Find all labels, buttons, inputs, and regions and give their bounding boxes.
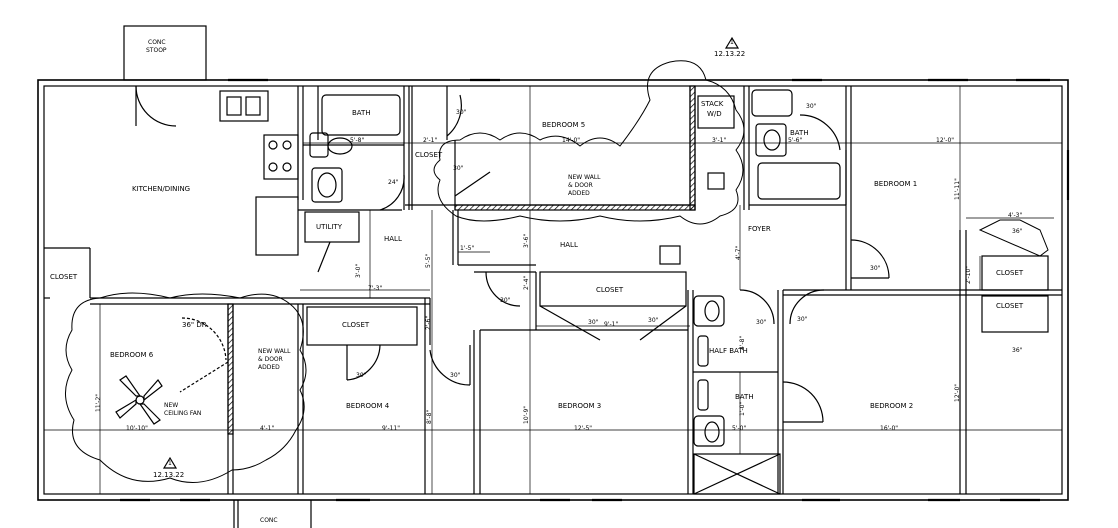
dim-12-0-right: 12'-0" bbox=[954, 383, 961, 402]
room-stack-2: W/D bbox=[707, 110, 722, 118]
new-wall-note-left-3: ADDED bbox=[258, 364, 280, 371]
door-36-dr-label: 36" DR bbox=[182, 321, 207, 329]
door-label-b5: 30" bbox=[456, 109, 467, 116]
room-closet-left: CLOSET bbox=[50, 273, 78, 281]
room-stack-1: STACK bbox=[701, 100, 724, 108]
room-half-bath: HALF BATH bbox=[709, 347, 748, 355]
dim-4-7: 4'-7" bbox=[735, 245, 742, 260]
room-bedroom-4: BEDROOM 4 bbox=[346, 402, 390, 410]
room-bath-top: BATH bbox=[352, 109, 371, 117]
ceiling-fan-icon bbox=[115, 375, 163, 425]
room-closet-b5: CLOSET bbox=[415, 151, 443, 159]
door-label-closet: 30" bbox=[453, 165, 464, 172]
room-closet-b4: CLOSET bbox=[342, 321, 370, 329]
ceiling-fan-note-1: NEW bbox=[164, 402, 179, 409]
new-wall-note-mid-1: NEW WALL bbox=[568, 174, 601, 181]
dim-3-0-a: 3'-0" bbox=[355, 263, 362, 278]
dim-5-8: 5'-8" bbox=[350, 137, 365, 144]
dim-4-1: 4'-1" bbox=[260, 425, 275, 432]
room-bedroom-5: BEDROOM 5 bbox=[542, 121, 586, 129]
rev-number-bottom: 1 bbox=[168, 460, 172, 467]
new-wall-note-mid-3: ADDED bbox=[568, 190, 590, 197]
conc-bottom-label: CONC bbox=[260, 517, 278, 524]
bath-top-tub bbox=[321, 94, 401, 136]
room-bedroom-1: BEDROOM 1 bbox=[874, 180, 918, 188]
door-label-b4: 30" bbox=[450, 372, 461, 379]
room-bath-lower: BATH bbox=[735, 393, 754, 401]
new-wall-note-mid-2: & DOOR bbox=[568, 182, 593, 189]
dim-2-6: 2'-6" bbox=[425, 315, 432, 330]
dim-5-6: 5'-6" bbox=[788, 137, 803, 144]
dim-5-0: 5'-0" bbox=[732, 425, 747, 432]
door-label-36-bottom: 36" bbox=[1012, 347, 1023, 354]
room-foyer: FOYER bbox=[748, 225, 771, 233]
dim-12-5: 12'-5" bbox=[574, 425, 593, 432]
revision-triangle-bottom bbox=[162, 456, 178, 469]
dim-2-1: 2'-1" bbox=[423, 137, 438, 144]
dim-1-0: 1'-0" bbox=[739, 401, 746, 416]
rev-date-bottom: 12.13.22 bbox=[153, 471, 185, 479]
door-label-b1: 30" bbox=[870, 265, 881, 272]
dim-11-11: 11'-11" bbox=[954, 178, 961, 200]
room-hall-left: HALL bbox=[384, 235, 402, 243]
door-label-half-b: 30" bbox=[797, 316, 808, 323]
room-utility: UTILITY bbox=[316, 223, 342, 231]
room-bedroom-2: BEDROOM 2 bbox=[870, 402, 914, 410]
new-wall-note-left-1: NEW WALL bbox=[258, 348, 291, 355]
dim-4-8: 4'-8" bbox=[739, 335, 746, 350]
door-label-b3: 30" bbox=[500, 297, 511, 304]
door-label-bath-right: 30" bbox=[806, 103, 817, 110]
door-label-half-a: 30" bbox=[756, 319, 767, 326]
shower bbox=[693, 453, 781, 495]
dim-10-9: 10'-9" bbox=[523, 405, 530, 424]
utility-room bbox=[304, 211, 360, 243]
room-closet-right-bottom: CLOSET bbox=[996, 302, 1024, 310]
dim-1-5: 1'-5" bbox=[460, 245, 475, 252]
room-bath-right: BATH bbox=[790, 129, 809, 137]
dim-7-3: 7'-3" bbox=[368, 285, 383, 292]
dim-12-0-top: 12'-0" bbox=[936, 137, 955, 144]
door-label-36-top: 36" bbox=[1012, 228, 1023, 235]
rev-number-top: 1 bbox=[730, 39, 734, 46]
bath-right-tub bbox=[757, 162, 841, 200]
dim-8-8: 8'-8" bbox=[426, 409, 433, 424]
dim-3-1: 3'-1" bbox=[712, 137, 727, 144]
room-closet-mid: CLOSET bbox=[596, 286, 624, 294]
conc-stoop-label-1: CONC bbox=[148, 39, 166, 46]
door-label-closet-mid-b: 30" bbox=[648, 317, 659, 324]
revision-triangle-top bbox=[724, 36, 740, 49]
room-closet-right-top: CLOSET bbox=[996, 269, 1024, 277]
closet-b4 bbox=[306, 306, 418, 346]
dim-14-0: 14'-0" bbox=[562, 137, 581, 144]
room-bedroom-3: BEDROOM 3 bbox=[558, 402, 602, 410]
dim-3-6: 3'-6" bbox=[523, 233, 530, 248]
dim-4-3: 4'-3" bbox=[1008, 212, 1023, 219]
room-hall-mid: HALL bbox=[560, 241, 578, 249]
ceiling-fan-note-2: CEILING FAN bbox=[164, 410, 202, 417]
dim-9-1: 9'-1" bbox=[604, 321, 619, 328]
rev-date-top: 12.13.22 bbox=[714, 50, 746, 58]
dim-11-2: 11'-2" bbox=[95, 393, 102, 412]
door-label-24: 24" bbox=[388, 179, 399, 186]
door-label-closet-mid-a: 30" bbox=[588, 319, 599, 326]
dim-16-0: 16'-0" bbox=[880, 425, 899, 432]
room-kitchen-dining: KITCHEN/DINING bbox=[132, 185, 191, 193]
dim-5-5: 5'-5" bbox=[425, 253, 432, 268]
dim-2-4: 2'-4" bbox=[523, 275, 530, 290]
dim-9-11: 9'-11" bbox=[382, 425, 401, 432]
room-bedroom-6: BEDROOM 6 bbox=[110, 351, 154, 359]
door-label-b4-closet: 30" bbox=[356, 372, 367, 379]
dim-2-10: 2'-10" bbox=[965, 265, 972, 284]
new-wall-note-left-2: & DOOR bbox=[258, 356, 283, 363]
conc-stoop-label-2: STOOP bbox=[146, 47, 167, 54]
dim-10-10: 10'-10" bbox=[126, 425, 148, 432]
